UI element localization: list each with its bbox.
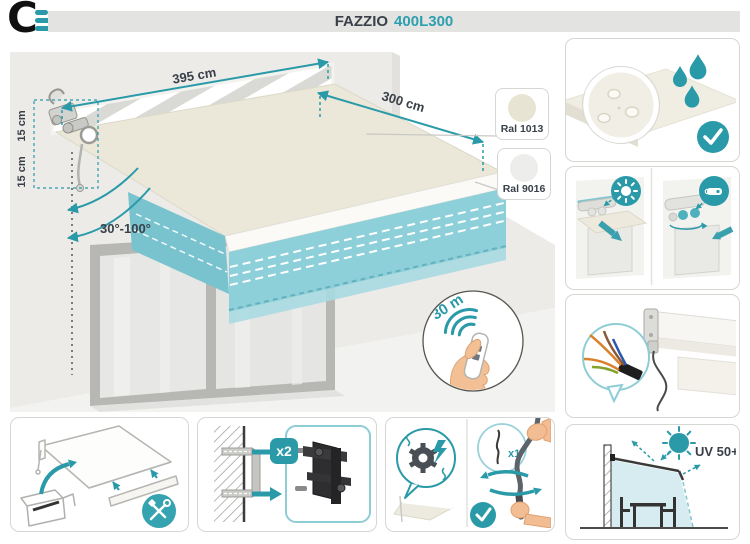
- width-label: 395 cm: [171, 64, 217, 86]
- sun-icon: [662, 426, 696, 460]
- hanging-crank-loop: [77, 143, 84, 187]
- wifi-waves-icon: [443, 308, 479, 337]
- shipping-box: [20, 489, 76, 527]
- ral-9016-color-dot: [510, 154, 538, 182]
- manual-crank-art: x1: [393, 418, 551, 528]
- mounting-bracket-illustration: [295, 441, 351, 504]
- water-repellent-art: [566, 54, 736, 153]
- magnifier-circle: [583, 67, 659, 143]
- main-awning-diagram: 395 cm 300 cm 15 cm 15 cm 30°-100°: [10, 52, 555, 412]
- lower-hand: [510, 501, 530, 519]
- panel-unboxing: [10, 417, 189, 532]
- title-bar: FAZZIO 400L300: [48, 11, 740, 32]
- brand-logo: C: [7, 0, 53, 42]
- awning-corner-sketch: [393, 495, 454, 523]
- crank-hook: [495, 429, 501, 465]
- unboxing-art: [20, 425, 179, 528]
- product-name: FAZZIO: [334, 13, 389, 30]
- wind-motor-scene: [663, 176, 734, 279]
- ral-1013-label: Ral 1013: [500, 123, 544, 135]
- panel-sun-wind-automation: [565, 166, 740, 290]
- motor-cable-art: [582, 308, 736, 412]
- sun-sensor-scene: [576, 176, 648, 279]
- check-icon: [697, 121, 729, 153]
- ral-swatch-1: Ral 1013: [495, 88, 549, 140]
- lightning-icon: [433, 440, 447, 464]
- awning-profile: [610, 456, 680, 473]
- panel-manual-crank: x1: [385, 417, 555, 532]
- tilt-angle: 30°-100°: [66, 167, 151, 243]
- table-and-chairs: [620, 497, 676, 527]
- swatch-connectors: [365, 133, 500, 191]
- offset-label-1: 15 cm: [16, 156, 28, 187]
- shade-area: [611, 460, 693, 528]
- check-icon: [470, 502, 496, 528]
- wall-section: [603, 444, 612, 529]
- panel-wall-brackets: x2: [197, 417, 377, 532]
- crank-scene: x1: [470, 418, 551, 528]
- ral-swatch-2: Ral 9016: [497, 148, 551, 200]
- hatched-wall: [214, 426, 244, 522]
- ral-9016-label: Ral 9016: [502, 183, 546, 195]
- panel-motor-cable: [565, 294, 740, 418]
- product-code: 400L300: [394, 13, 454, 30]
- panel-uv-protection: UV 50+: [565, 424, 740, 540]
- front-bar-part: [108, 475, 179, 507]
- water-drops-icon: [673, 54, 707, 108]
- awning-wireframe: [40, 425, 172, 489]
- side-skirt: [128, 192, 229, 294]
- power-cable: [652, 350, 668, 412]
- tools-icon: [142, 494, 176, 528]
- ral-1013-color-dot: [508, 94, 536, 122]
- sun-wind-art: [576, 168, 734, 285]
- angle-range-label: 30°-100°: [100, 221, 151, 236]
- remote-range-badge: 30 m: [422, 290, 524, 392]
- brand-letter: C: [7, 0, 38, 42]
- brand-bars-icon: [35, 10, 52, 34]
- uv-label: UV 50+: [695, 444, 736, 459]
- upper-hand: [526, 423, 548, 441]
- panel-water-repellent: [565, 38, 740, 162]
- motor-failure-bubble: [396, 428, 456, 499]
- svg-text:x2: x2: [276, 443, 292, 459]
- wind-sensor-balls: [678, 210, 688, 220]
- dimension-offsets: 15 cm 15 cm: [16, 99, 99, 189]
- wall-brackets-art: x2: [214, 425, 371, 523]
- dimension-width: 395 cm: [60, 58, 330, 126]
- cable-wires-bubble: [582, 323, 650, 404]
- remote-motor-icon: [699, 176, 729, 206]
- offset-label-2: 15 cm: [16, 110, 28, 141]
- water-beads: [597, 88, 640, 124]
- sun-sensor-icon: [611, 176, 641, 206]
- x2-badge: x2: [270, 438, 298, 464]
- unbox-arrow: [39, 462, 70, 495]
- uv-protection-art: UV 50+: [580, 426, 736, 529]
